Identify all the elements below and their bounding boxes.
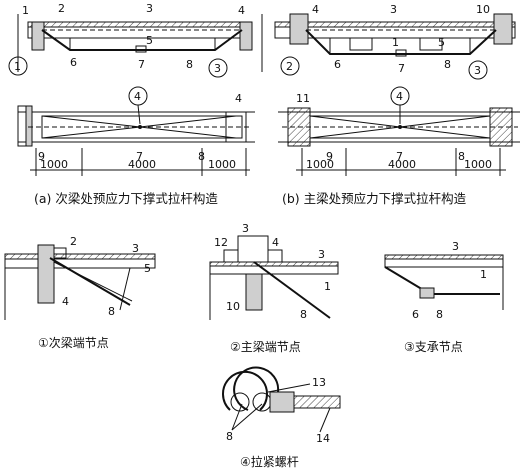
callout-b-3: 3 xyxy=(390,3,397,16)
dim-a-mid: 4000 xyxy=(128,158,156,171)
svg-text:2: 2 xyxy=(70,235,77,248)
node-1-detail: 2 3 5 4 8 xyxy=(4,235,156,320)
svg-text:1: 1 xyxy=(480,268,487,281)
circled-a-3 xyxy=(208,58,228,78)
dim-b-mid: 4000 xyxy=(388,158,416,171)
svg-text:4: 4 xyxy=(272,236,279,249)
node-4-detail: 13 8 14 xyxy=(222,366,341,445)
svg-text:4: 4 xyxy=(62,295,69,308)
support-beam-left-a xyxy=(31,21,45,51)
caption-node-3: ③支承节点 xyxy=(404,340,463,354)
callout-a-7: 7 xyxy=(138,58,145,71)
circled-b-2 xyxy=(280,56,300,76)
node-2-detail: 12 3 4 3 1 10 8 xyxy=(209,222,339,321)
svg-text:8: 8 xyxy=(108,305,115,318)
svg-text:3: 3 xyxy=(132,242,139,255)
callout-b-5: 5 xyxy=(438,36,445,49)
dim-a-right: 1000 xyxy=(208,158,236,171)
svg-text:12: 12 xyxy=(214,236,228,249)
callout-b-8: 8 xyxy=(444,58,451,71)
caption-b: (b) 主梁处预应力下撑式拉杆构造 xyxy=(282,191,467,206)
svg-text:5: 5 xyxy=(144,262,151,275)
svg-text:10: 10 xyxy=(226,300,240,313)
svg-text:8: 8 xyxy=(300,308,307,321)
caption-a: (a) 次梁处预应力下撑式拉杆构造 xyxy=(34,191,218,206)
circled-b-3 xyxy=(468,60,488,80)
svg-text:2: 2 xyxy=(286,60,293,73)
callout-b-1: 1 xyxy=(392,36,399,49)
callout-b-plan-11: 11 xyxy=(296,92,310,105)
callout-b-10: 10 xyxy=(476,3,490,16)
svg-text:3: 3 xyxy=(452,240,459,253)
svg-text:3: 3 xyxy=(474,64,481,77)
svg-text:8: 8 xyxy=(226,430,233,443)
node1-rod xyxy=(49,257,131,306)
dim-a-left: 1000 xyxy=(40,158,68,171)
node2-rod xyxy=(253,261,331,319)
callout-b-4: 4 xyxy=(312,3,319,16)
diagram-a-plan: 4 4 9 7 8 1000 4000 1000 xyxy=(17,86,255,176)
diagram-b-elevation: 4 3 10 1 5 6 7 8 2 3 xyxy=(274,3,516,80)
callout-b-plan-7: 7 xyxy=(396,150,403,163)
svg-text:4: 4 xyxy=(134,90,141,103)
node4-hook-right xyxy=(233,366,280,411)
callout-a-5: 5 xyxy=(146,34,153,47)
callout-b-plan-8: 8 xyxy=(458,150,465,163)
callout-a-3: 3 xyxy=(146,2,153,15)
svg-text:6: 6 xyxy=(412,308,419,321)
svg-text:3: 3 xyxy=(242,222,249,235)
svg-text:1: 1 xyxy=(324,280,331,293)
slab-a-top xyxy=(27,21,249,28)
callout-a-4: 4 xyxy=(238,4,245,17)
svg-text:3: 3 xyxy=(318,248,325,261)
callout-a-6: 6 xyxy=(70,56,77,69)
node4-hook-left xyxy=(222,370,268,411)
dim-b-right: 1000 xyxy=(464,158,492,171)
dim-b-left: 1000 xyxy=(306,158,334,171)
callout-a-1: 1 xyxy=(22,4,29,17)
node4-bolt xyxy=(293,395,341,409)
callout-a-plan-9: 9 xyxy=(38,150,45,163)
callout-b-7: 7 xyxy=(398,62,405,75)
callout-a-2: 2 xyxy=(58,2,65,15)
svg-text:3: 3 xyxy=(214,62,221,75)
callout-b-6: 6 xyxy=(334,58,341,71)
tie-rod-a xyxy=(41,29,243,51)
svg-text:14: 14 xyxy=(316,432,330,445)
diagram-a-elevation: 1 2 3 4 5 6 7 8 1 3 xyxy=(8,2,263,78)
svg-text:13: 13 xyxy=(312,376,326,389)
node2-main-beam xyxy=(237,235,269,263)
callout-a-plan-4: 4 xyxy=(235,92,242,105)
callout-a-plan-7: 7 xyxy=(136,150,143,163)
callout-a-8: 8 xyxy=(186,58,193,71)
node3-support xyxy=(419,287,435,299)
diagram-b-plan: 4 11 9 7 8 1000 4000 1000 xyxy=(278,86,520,176)
caption-node-4: ④拉紧螺杆 xyxy=(240,454,299,469)
svg-text:8: 8 xyxy=(436,308,443,321)
support-beam-right-a xyxy=(239,21,253,51)
circled-a-1 xyxy=(8,56,28,76)
caption-node-1: ①次梁端节点 xyxy=(38,335,109,350)
callout-b-plan-9: 9 xyxy=(326,150,333,163)
caption-node-2: ②主梁端节点 xyxy=(230,339,301,354)
node4-sleeve xyxy=(269,391,295,413)
tie-rod-b xyxy=(305,29,497,55)
main-beam-right-b xyxy=(493,13,513,45)
node-3-detail: 3 1 6 8 xyxy=(384,240,504,321)
main-beam-left-b xyxy=(289,13,309,45)
svg-text:4: 4 xyxy=(396,90,403,103)
svg-text:1: 1 xyxy=(14,60,21,73)
node1-beam xyxy=(37,244,55,304)
